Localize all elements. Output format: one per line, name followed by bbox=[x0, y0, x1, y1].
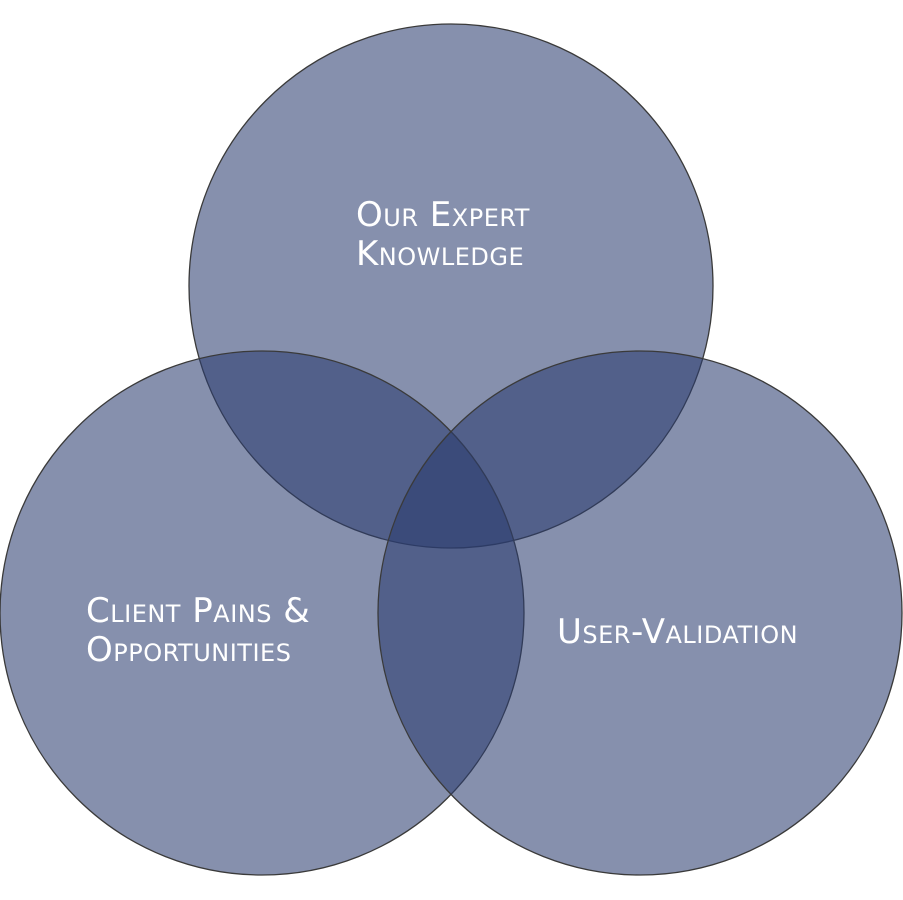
label-client-pains-opportunities: Client Pains & Opportunities bbox=[86, 592, 310, 670]
label-line: Knowledge bbox=[356, 234, 525, 274]
label-line: Opportunities bbox=[86, 630, 292, 670]
label-user-validation: User-Validation bbox=[557, 613, 798, 652]
label-line: Client Pains & bbox=[86, 591, 311, 631]
label-line: Our Expert bbox=[356, 195, 530, 235]
label-line: User-Validation bbox=[557, 612, 799, 652]
label-our-expert-knowledge: Our Expert Knowledge bbox=[356, 196, 530, 274]
circle-user-validation bbox=[377, 350, 903, 876]
